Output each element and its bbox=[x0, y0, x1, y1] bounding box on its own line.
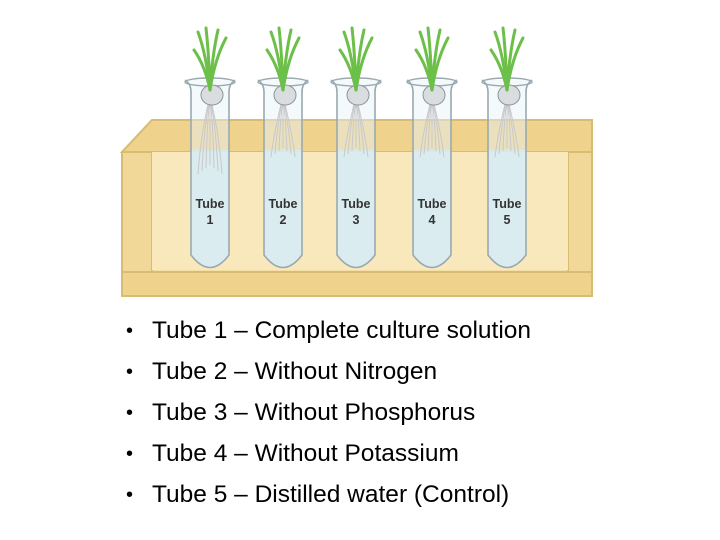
tube-glass bbox=[184, 79, 236, 269]
tube-2: Tube 2 bbox=[257, 26, 309, 269]
tube-label-number: 5 bbox=[504, 213, 511, 227]
test-tube-rack-illustration: Tube 1 Tube 2 Tube 3 Tube 4 Tube 5 bbox=[119, 26, 593, 297]
tube-label-word: Tube bbox=[269, 197, 298, 211]
tube-legend: • Tube 1 – Complete culture solution • Tube… bbox=[126, 313, 531, 518]
bullet-icon: • bbox=[126, 484, 134, 506]
bullet-icon: • bbox=[126, 402, 134, 424]
legend-item-tube-3: • Tube 3 – Without Phosphorus bbox=[126, 395, 531, 436]
plant-leaf bbox=[505, 36, 525, 92]
legend-text: Tube 1 – Complete culture solution bbox=[152, 317, 532, 344]
rack-left-post bbox=[121, 151, 153, 293]
tube-5: Tube 5 bbox=[481, 26, 533, 269]
plant-leaf bbox=[414, 48, 434, 92]
legend-item-tube-5: • Tube 5 – Distilled water (Control) bbox=[126, 477, 531, 518]
plant-leaf bbox=[338, 48, 358, 92]
plant-leaf bbox=[489, 48, 509, 92]
plant-leaf bbox=[281, 36, 301, 92]
tube-solution bbox=[191, 150, 229, 268]
legend-item-tube-4: • Tube 4 – Without Potassium bbox=[126, 436, 531, 477]
tube-glass bbox=[330, 79, 382, 269]
cotton-plug bbox=[200, 84, 224, 106]
tube-label-number: 4 bbox=[429, 213, 436, 227]
tube-glass bbox=[481, 79, 533, 269]
rack-base bbox=[121, 271, 593, 297]
cotton-plug bbox=[273, 84, 297, 106]
legend-text: Tube 4 – Without Potassium bbox=[152, 440, 459, 467]
tube-1: Tube 1 bbox=[184, 26, 236, 269]
legend-text: Tube 5 – Distilled water (Control) bbox=[152, 481, 510, 508]
tube-glass bbox=[406, 79, 458, 269]
cotton-plug bbox=[497, 84, 521, 106]
bullet-icon: • bbox=[126, 443, 134, 465]
tube-label-word: Tube bbox=[342, 197, 371, 211]
tube-label-number: 2 bbox=[280, 213, 287, 227]
tube-4: Tube 4 bbox=[406, 26, 458, 269]
tube-3: Tube 3 bbox=[330, 26, 382, 269]
tube-solution bbox=[413, 150, 451, 268]
plant-leaf bbox=[192, 48, 212, 92]
tube-solution bbox=[337, 150, 375, 268]
plant-leaf bbox=[208, 36, 228, 92]
tube-solution bbox=[264, 150, 302, 268]
tube-label-word: Tube bbox=[418, 197, 447, 211]
tube-label-word: Tube bbox=[493, 197, 522, 211]
legend-item-tube-2: • Tube 2 – Without Nitrogen bbox=[126, 354, 531, 395]
bullet-icon: • bbox=[126, 361, 134, 383]
legend-text: Tube 2 – Without Nitrogen bbox=[152, 358, 438, 385]
tube-label-number: 3 bbox=[353, 213, 360, 227]
tube-label-word: Tube bbox=[196, 197, 225, 211]
tube-glass bbox=[257, 79, 309, 269]
plant-leaf bbox=[430, 36, 450, 92]
cotton-plug bbox=[422, 84, 446, 106]
tube-label-number: 1 bbox=[207, 213, 214, 227]
plant-leaf bbox=[354, 36, 374, 92]
legend-item-tube-1: • Tube 1 – Complete culture solution bbox=[126, 313, 531, 354]
legend-text: Tube 3 – Without Phosphorus bbox=[152, 399, 476, 426]
plant-leaf bbox=[265, 48, 285, 92]
bullet-icon: • bbox=[126, 320, 134, 342]
cotton-plug bbox=[346, 84, 370, 106]
tube-solution bbox=[488, 150, 526, 268]
